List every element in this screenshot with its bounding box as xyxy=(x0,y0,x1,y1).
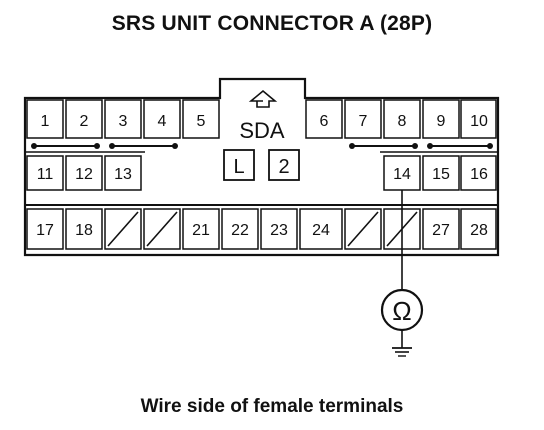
terminal-22 xyxy=(221,208,259,250)
up-arrow-icon xyxy=(248,89,278,108)
terminal-28 xyxy=(460,208,497,250)
lock-number: 2 xyxy=(278,156,289,178)
terminal-23-label: 23 xyxy=(270,222,288,239)
terminal-6 xyxy=(305,99,343,139)
terminal-8-label: 8 xyxy=(398,113,407,130)
terminal-12-label: 12 xyxy=(75,166,93,183)
row1-terminals: 1 2 3 4 5 6 7 8 9 10 xyxy=(26,99,497,139)
shorting-bars xyxy=(31,143,493,149)
ohmmeter-symbol: Ω xyxy=(392,296,411,326)
terminal-28-label: 28 xyxy=(470,222,488,239)
lock-letter-box xyxy=(223,149,255,181)
terminal-5 xyxy=(182,99,220,139)
ground-icon xyxy=(392,330,412,357)
terminal-21-label: 21 xyxy=(192,222,210,239)
terminal-9 xyxy=(422,99,460,139)
terminal-3 xyxy=(104,99,142,139)
terminal-4 xyxy=(143,99,181,139)
connector-housing xyxy=(23,77,500,257)
terminal-13-label: 13 xyxy=(114,166,132,183)
terminal-3-label: 3 xyxy=(119,113,128,130)
terminal-23 xyxy=(260,208,298,250)
terminal-11 xyxy=(26,155,64,191)
lock-number-box xyxy=(268,149,300,181)
empty-cavity-20 xyxy=(143,208,181,250)
terminal-10 xyxy=(460,99,497,139)
terminal-7-label: 7 xyxy=(359,113,368,130)
diagram-title: SRS UNIT CONNECTOR A (28P) xyxy=(111,12,433,35)
terminal-10-label: 10 xyxy=(470,113,488,130)
terminal-24 xyxy=(299,208,343,250)
terminal-2-label: 2 xyxy=(80,113,89,130)
terminal-1-label: 1 xyxy=(41,113,50,130)
terminal-15-label: 15 xyxy=(432,166,450,183)
terminal-18 xyxy=(65,208,103,250)
terminal-18-label: 18 xyxy=(75,222,93,239)
terminal-6-label: 6 xyxy=(320,113,329,130)
terminal-5-label: 5 xyxy=(197,113,206,130)
terminal-27 xyxy=(422,208,460,250)
short-contact xyxy=(487,143,493,149)
short-contact xyxy=(172,143,178,149)
short-contact xyxy=(109,143,115,149)
empty-cavity-mark xyxy=(107,211,139,247)
empty-cavity-mark xyxy=(347,211,379,247)
housing-label: SDA xyxy=(239,118,285,143)
terminal-17 xyxy=(26,208,64,250)
terminal-12 xyxy=(65,155,103,191)
short-contact xyxy=(349,143,355,149)
ohmmeter-icon: Ω xyxy=(380,288,424,332)
terminal-16 xyxy=(460,155,497,191)
diagram-caption: Wire side of female terminals xyxy=(140,396,404,417)
terminal-16-label: 16 xyxy=(470,166,488,183)
terminal-9-label: 9 xyxy=(437,113,446,130)
terminal-7 xyxy=(344,99,382,139)
terminal-13 xyxy=(104,155,142,191)
terminal-4-label: 4 xyxy=(158,113,167,130)
terminal-21 xyxy=(182,208,220,250)
terminal-14-label: 14 xyxy=(393,166,411,183)
empty-cavity-19 xyxy=(104,208,142,250)
empty-cavity-mark xyxy=(146,211,178,247)
short-contact xyxy=(31,143,37,149)
terminal-27-label: 27 xyxy=(432,222,450,239)
terminal-11-label: 11 xyxy=(37,166,54,183)
short-contact xyxy=(412,143,418,149)
empty-cavity-25 xyxy=(344,208,382,250)
terminal-8 xyxy=(383,99,421,139)
terminal-15 xyxy=(422,155,460,191)
lock-letter: L xyxy=(233,156,244,178)
terminal-22-label: 22 xyxy=(231,222,249,239)
terminal-2 xyxy=(65,99,103,139)
housing-key: SDA L 2 xyxy=(223,89,300,181)
short-contact xyxy=(427,143,433,149)
terminal-17-label: 17 xyxy=(36,222,54,239)
row2-terminals: 11 12 13 14 15 16 xyxy=(26,155,497,191)
terminal-24-label: 24 xyxy=(312,222,330,239)
short-contact xyxy=(94,143,100,149)
row3-terminals: 17 18 21 22 23 24 27 28 xyxy=(26,208,497,250)
terminal-1 xyxy=(26,99,64,139)
